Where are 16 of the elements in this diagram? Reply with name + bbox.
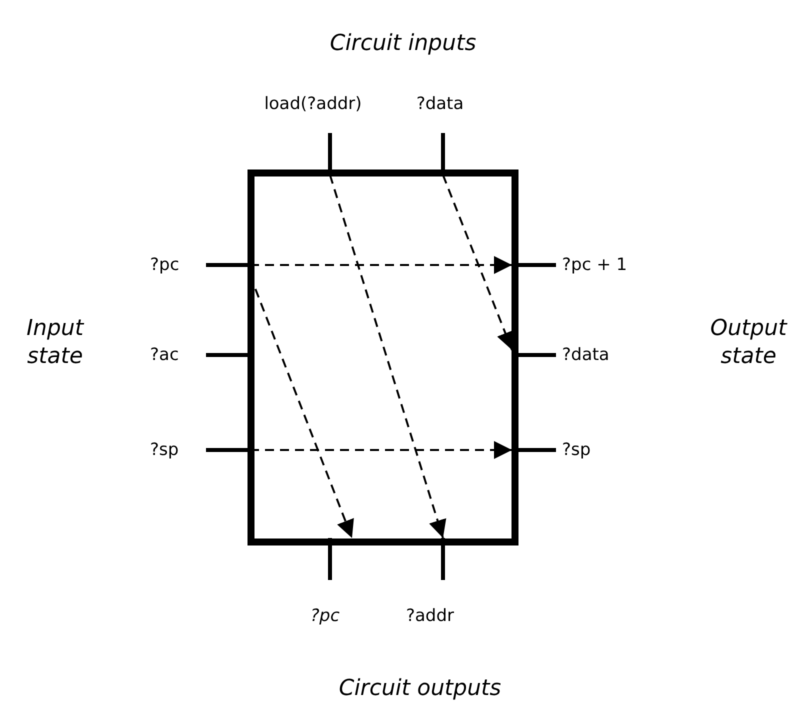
pin-label: ?sp	[150, 440, 179, 460]
group-heading: Circuit inputs	[328, 30, 478, 58]
pin-label: ?data	[562, 345, 610, 365]
group-heading: Input state	[26, 315, 86, 371]
pin-label: ?pc	[150, 255, 180, 275]
pin-label: ?pc	[309, 606, 341, 626]
dashed-arrow	[442, 174, 514, 350]
pin-label: ?addr	[404, 606, 455, 626]
group-heading: Output state	[709, 315, 788, 371]
pin-label: load(?addr)	[263, 94, 363, 114]
dashed-arrow	[329, 174, 446, 538]
group-heading: Circuit outputs	[338, 675, 502, 703]
pin-label: ?data	[415, 94, 465, 114]
pin-label: ?ac	[150, 345, 179, 365]
pin-label: ?sp	[562, 440, 591, 460]
pin-label: ?pc + 1	[562, 255, 628, 275]
